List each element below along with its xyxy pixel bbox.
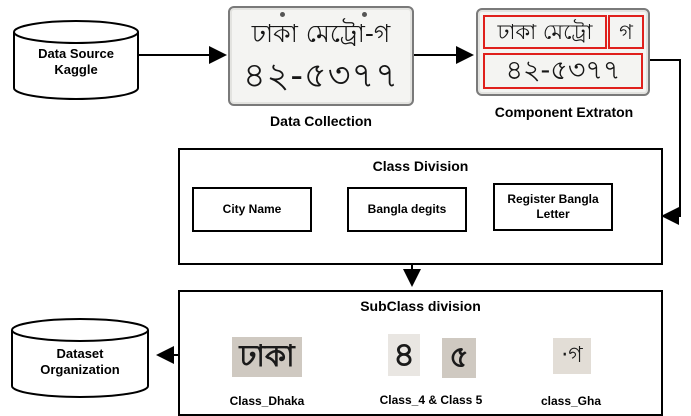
data-source-line2: Kaggle xyxy=(54,62,98,77)
collection-plate-image: ঢাকা মেট্রো-গ ৪২-৫৩৭৭ xyxy=(228,6,414,106)
sample-dhaka-label: Class_Dhaka xyxy=(229,394,305,408)
sample-digit4-image: ৪ xyxy=(388,334,420,376)
sample-digit4-glyph: ৪ xyxy=(392,335,416,375)
extraction-plate-image: ঢাকা মেট্রো গ ৪২-৫৩৭৭ xyxy=(476,8,650,96)
city-name-bbox xyxy=(483,15,607,49)
sample-gha-label: class_Gha xyxy=(540,394,602,408)
class-bangla-digits-line1: Bangla degits xyxy=(367,202,447,216)
letter-bbox xyxy=(608,15,644,49)
sample-digits-label: Class_4 & Class 5 xyxy=(379,393,483,407)
plate-rivet-left xyxy=(280,12,285,17)
subclass-division-title: SubClass division xyxy=(360,298,481,314)
dataset-organization-cylinder xyxy=(11,318,149,398)
sample-gha-glyph: ·গ xyxy=(561,343,583,368)
dataset-organization-line2: Organization xyxy=(40,362,120,377)
class-register-letter-line1: Register Bangla xyxy=(507,192,599,206)
class-register-letter-line2: Letter xyxy=(536,207,570,221)
extraction-letter-text: গ xyxy=(619,20,633,44)
class-division-title: Class Division xyxy=(372,158,469,174)
class-bangla-digits-box: Bangla degits xyxy=(347,187,467,232)
sample-dhaka-glyph: ঢাকা xyxy=(239,339,295,374)
data-source-cylinder xyxy=(13,20,139,100)
data-collection-label: Data Collection xyxy=(270,113,372,129)
sample-digit5-glyph: ৫ xyxy=(449,340,469,375)
data-source-label: Data Source Kaggle xyxy=(14,46,138,78)
plate-rivet-right xyxy=(362,12,367,17)
dataset-organization-line1: Dataset xyxy=(56,346,104,361)
class-register-letter-box: Register Bangla Letter xyxy=(493,183,613,231)
arrow-extraction-to-class-division xyxy=(650,59,681,225)
dataset-organization-label: Dataset Organization xyxy=(12,346,148,378)
sample-gha-image: ·গ xyxy=(553,338,591,374)
class-city-name-box: City Name xyxy=(192,187,312,232)
sample-dhaka-image: ঢাকা xyxy=(232,337,302,377)
collection-plate-top-text: ঢাকা মেট্রো-গ xyxy=(251,19,391,48)
class-division-box: Class Division City Name Bangla degits R… xyxy=(178,148,663,265)
subclass-division-box: SubClass division ঢাকা Class_Dhaka ৪ ৫ C… xyxy=(178,290,663,416)
class-city-name-line1: City Name xyxy=(222,202,282,216)
extraction-city-text: ঢাকা মেট্রো xyxy=(497,20,593,44)
extraction-number-text: ৪২-৫৩৭৭ xyxy=(505,55,621,86)
sample-digit5-image: ৫ xyxy=(442,338,476,378)
number-bbox xyxy=(483,53,643,89)
data-source-line1: Data Source xyxy=(38,46,114,61)
component-extraction-label: Component Extraton xyxy=(494,104,634,120)
collection-plate-bottom-text: ৪২-৫৩৭৭ xyxy=(242,56,400,96)
